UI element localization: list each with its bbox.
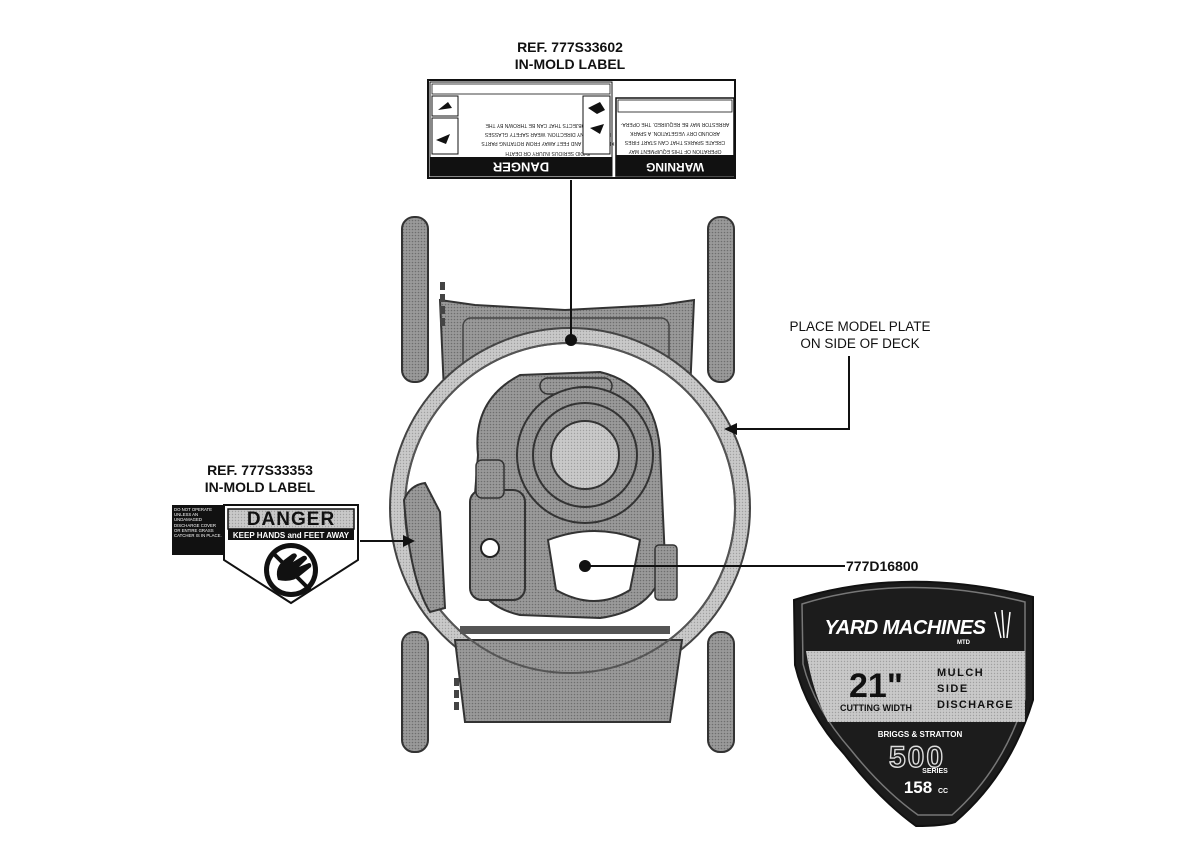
danger-header-bar xyxy=(430,157,612,176)
left-label-ref: REF. 777S33353 xyxy=(207,462,313,478)
top-warning-header: WARNING xyxy=(646,160,704,174)
front-right-wheel xyxy=(707,631,735,753)
shield-brand-sub: MTD xyxy=(957,640,971,646)
yard-machines-shield: YARD MACHINES MTD 21" CUTTING WIDTH MULC… xyxy=(792,580,1034,828)
rear-fins xyxy=(440,282,445,326)
leader-model-plate xyxy=(736,356,850,430)
top-label-callout: REF. 777S33602 IN-MOLD LABEL xyxy=(430,39,710,73)
shield-engine-brand: BRIGGS & STRATTON xyxy=(878,730,963,739)
left-decal-title: DANGER xyxy=(247,509,335,530)
svg-text:OPERATION OF THIS EQUIPMENT MA: OPERATION OF THIS EQUIPMENT MAY xyxy=(628,148,722,154)
svg-text:CREATE SPARKS THAT CAN START F: CREATE SPARKS THAT CAN START FIRES xyxy=(624,139,725,145)
left-label-type: IN-MOLD LABEL xyxy=(204,479,316,495)
top-label-ref: REF. 777S33602 xyxy=(517,39,623,55)
top-label-type: IN-MOLD LABEL xyxy=(514,56,626,72)
svg-text:ARRESTOR MAY BE REQUIRED. THE: ARRESTOR MAY BE REQUIRED. THE OPERA- xyxy=(620,121,729,127)
shield-mode-mulch: MULCH xyxy=(937,667,984,679)
model-plate-line1: PLACE MODEL PLATE xyxy=(789,319,931,334)
left-decal-side-text: DO NOT OPERATE UNLESS AN UNDAMAGED DISCH… xyxy=(174,507,222,539)
model-plate-callout: PLACE MODEL PLATE ON SIDE OF DECK xyxy=(750,318,970,352)
model-plate-line2: ON SIDE OF DECK xyxy=(800,336,920,351)
rear-right-wheel xyxy=(707,216,735,383)
rear-left-wheel xyxy=(401,216,429,383)
leader-lines xyxy=(360,180,850,572)
top-danger-header: DANGER xyxy=(492,160,549,175)
shield-brand: YARD MACHINES xyxy=(825,617,987,639)
shield-engine-series-label: SERIES xyxy=(922,768,948,775)
shield-cutting-label: CUTTING WIDTH xyxy=(840,703,912,713)
svg-text:BLADE IN ANY DIRECTION. WEAR S: BLADE IN ANY DIRECTION. WEAR SAFETY GLAS… xyxy=(484,131,611,137)
shield-engine-series: 500 xyxy=(889,741,945,774)
svg-text:AVOID SERIOUS INJURY OR DEATH: AVOID SERIOUS INJURY OR DEATH xyxy=(505,150,591,156)
shield-displacement-unit: CC xyxy=(938,788,948,795)
left-decal-subtitle: KEEP HANDS and FEET AWAY xyxy=(233,531,350,540)
shield-mode-discharge: DISCHARGE xyxy=(937,699,1014,711)
shield-displacement: 158 xyxy=(904,778,932,797)
front-left-wheel xyxy=(401,631,429,753)
svg-text:AROUND DRY VEGETATION. A SPARK: AROUND DRY VEGETATION. A SPARK xyxy=(629,130,720,136)
mower-top-view xyxy=(389,216,751,753)
svg-text:PREVENT OBJECTS THAT CAN BE TH: PREVENT OBJECTS THAT CAN BE THROWN BY TH… xyxy=(485,122,611,128)
engine-label-callout: 777D16800 xyxy=(846,558,919,574)
top-danger-warning-decal: DANGER AVOID SERIOUS INJURY OR DEATH KEE… xyxy=(427,79,736,179)
shield-cutting-size: 21" xyxy=(849,667,903,705)
left-label-callout: REF. 777S33353 IN-MOLD LABEL xyxy=(150,462,370,496)
shield-mode-side: SIDE xyxy=(937,683,969,695)
warning-header-bar xyxy=(616,155,734,176)
svg-text:KEEP HANDS AND FEET AWAY FROM: KEEP HANDS AND FEET AWAY FROM ROTATING P… xyxy=(481,140,615,146)
left-danger-decal: DO NOT OPERATE UNLESS AN UNDAMAGED DISCH… xyxy=(172,504,359,605)
front-housing xyxy=(453,639,684,723)
